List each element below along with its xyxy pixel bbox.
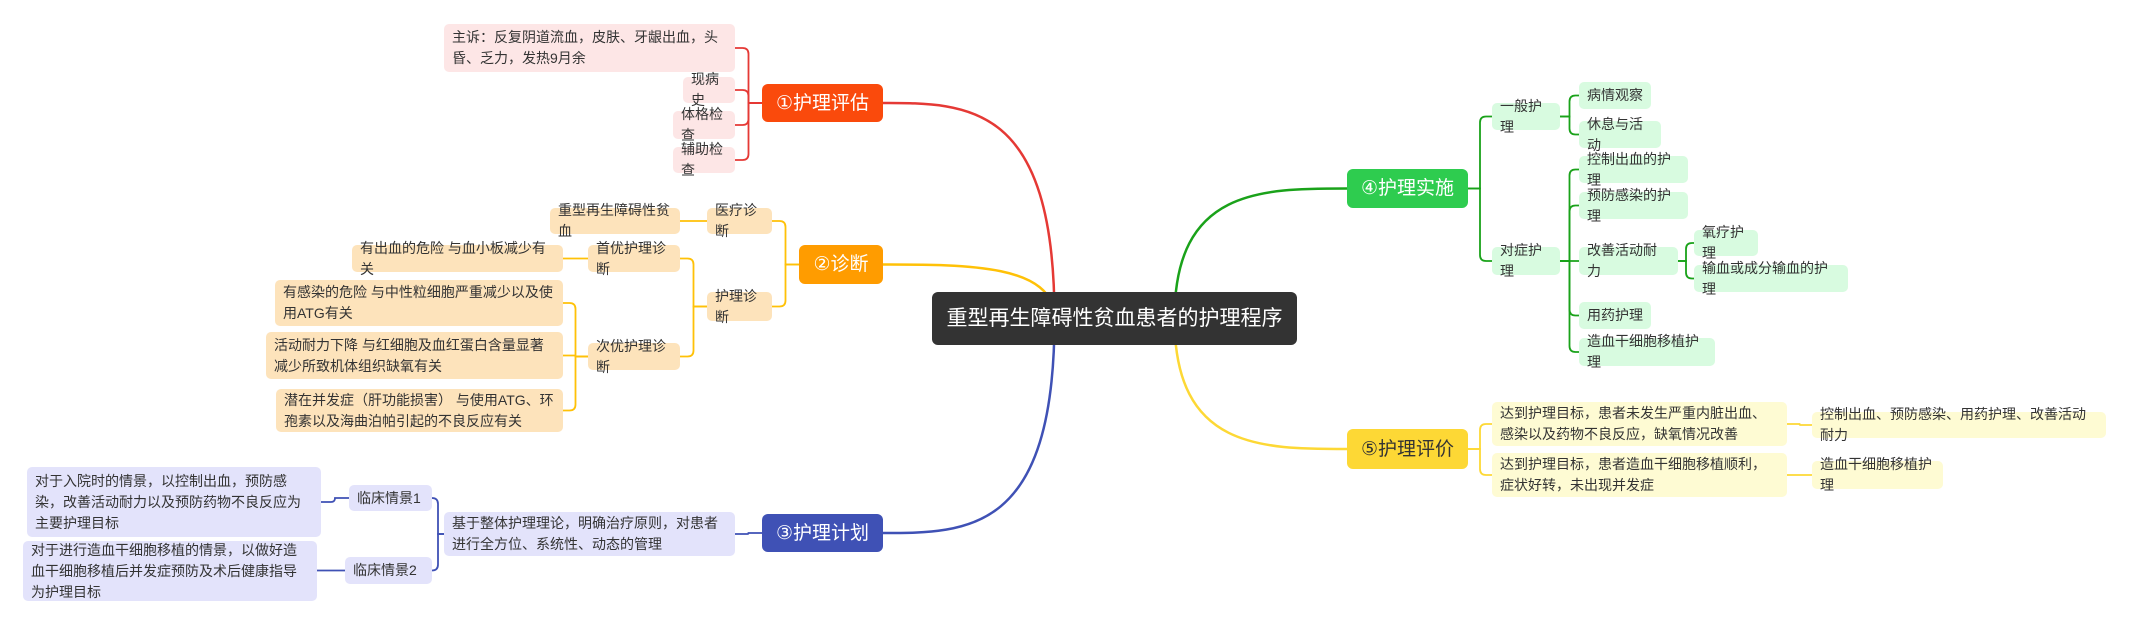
branch-connector bbox=[735, 47, 762, 104]
plan-basis-node[interactable]: 基于整体护理理论，明确治疗原则，对患者进行全方位、系统性、动态的管理 bbox=[444, 512, 735, 556]
branch-connector bbox=[1468, 448, 1492, 476]
branch-connector bbox=[563, 302, 588, 358]
branch-connector bbox=[563, 354, 588, 358]
scenario-2-node[interactable]: 临床情景2 bbox=[345, 557, 432, 584]
stem-cell-transplant-care-node[interactable]: 造血干细胞移植护理 bbox=[1579, 333, 1715, 370]
scenario-2-goal[interactable]: 对于进行造血干细胞移植的情景，以做好造血干细胞移植后并发症预防及术后健康指导为护… bbox=[23, 541, 317, 601]
medication-care-node[interactable]: 用药护理 bbox=[1579, 302, 1651, 329]
main-branch-line bbox=[882, 101, 1056, 319]
branch-connector bbox=[1468, 115, 1492, 190]
branch-plan[interactable]: ③护理计划 bbox=[762, 514, 883, 552]
branch-implementation[interactable]: ④护理实施 bbox=[1347, 169, 1468, 208]
activity-intolerance-node[interactable]: 活动耐力下降 与红细胞及血红蛋白含量显著减少所致机体组织缺氧有关 bbox=[266, 332, 563, 379]
branch-evaluation[interactable]: ⑤护理评价 bbox=[1347, 429, 1468, 469]
branch-connector bbox=[772, 220, 799, 266]
evaluation-result-1[interactable]: 达到护理目标，患者未发生严重内脏出血、感染以及药物不良反应，缺氧情况改善 bbox=[1492, 402, 1787, 446]
branch-connector bbox=[1560, 115, 1579, 136]
bleeding-risk-node[interactable]: 有出血的危险 与血小板减少有关 bbox=[352, 240, 563, 277]
chief-complaint-node[interactable]: 主诉：反复阴道流血，皮肤、牙龈出血，头昏、乏力，发热9月余 bbox=[444, 24, 735, 72]
branch-connector bbox=[680, 257, 707, 308]
scenario-1-goal[interactable]: 对于入院时的情景，以控制出血，预防感染，改善活动耐力以及预防药物不良反应为主要护… bbox=[27, 467, 321, 537]
present-history-node[interactable]: 现病史 bbox=[683, 71, 735, 108]
branch-connector bbox=[772, 263, 799, 308]
evaluation-measures-1[interactable]: 控制出血、预防感染、用药护理、改善活动耐力 bbox=[1812, 406, 2106, 443]
physical-exam-node[interactable]: 体格检查 bbox=[673, 106, 735, 143]
branch-connector bbox=[1678, 242, 1694, 262]
condition-observation-node[interactable]: 病情观察 bbox=[1579, 82, 1651, 109]
medical-diagnosis-item[interactable]: 重型再生障碍性贫血 bbox=[550, 202, 680, 239]
main-branch-line bbox=[882, 318, 1056, 535]
general-care-node[interactable]: 一般护理 bbox=[1492, 98, 1560, 135]
infection-prevention-node[interactable]: 预防感染的护理 bbox=[1579, 187, 1688, 224]
bleeding-control-node[interactable]: 控制出血的护理 bbox=[1579, 151, 1688, 188]
central-topic[interactable]: 重型再生障碍性贫血患者的护理程序 bbox=[932, 292, 1297, 345]
scenario-1-node[interactable]: 临床情景1 bbox=[349, 485, 432, 511]
branch-connector bbox=[735, 102, 762, 126]
branch-connector bbox=[680, 305, 707, 358]
activity-tolerance-node[interactable]: 改善活动耐力 bbox=[1579, 242, 1678, 279]
branch-connector bbox=[321, 497, 349, 503]
branch-connector bbox=[1560, 94, 1579, 118]
branch-connector bbox=[431, 533, 444, 572]
oxygen-therapy-node[interactable]: 氧疗护理 bbox=[1694, 224, 1758, 261]
branch-connector bbox=[1468, 187, 1492, 262]
evaluation-result-2[interactable]: 达到护理目标，患者造血干细胞移植顺利，症状好转，未出现并发症 bbox=[1492, 453, 1787, 497]
branch-connector bbox=[735, 102, 762, 161]
rest-activity-node[interactable]: 休息与活动 bbox=[1579, 116, 1661, 153]
branch-diagnosis[interactable]: ②诊断 bbox=[799, 245, 883, 284]
branch-connector bbox=[1560, 260, 1579, 317]
liver-complication-node[interactable]: 潜在并发症（肝功能损害） 与使用ATG、环孢素以及海曲泊帕引起的不良反应有关 bbox=[276, 389, 563, 432]
branch-connector bbox=[1468, 423, 1492, 450]
branch-assessment[interactable]: ①护理评估 bbox=[762, 84, 883, 122]
evaluation-measures-2[interactable]: 造血干细胞移植护理 bbox=[1812, 456, 1943, 493]
secondary-nursing-diagnosis-node[interactable]: 次优护理诊断 bbox=[588, 338, 680, 375]
branch-connector bbox=[735, 89, 762, 104]
branch-connector bbox=[1560, 260, 1579, 353]
branch-connector bbox=[1678, 260, 1694, 280]
branch-connector bbox=[1560, 168, 1579, 262]
nursing-diagnosis-node[interactable]: 护理诊断 bbox=[707, 288, 772, 325]
branch-connector bbox=[431, 497, 444, 535]
transfusion-care-node[interactable]: 输血或成分输血的护理 bbox=[1694, 260, 1848, 297]
branch-connector bbox=[1787, 423, 1812, 426]
medical-diagnosis-node[interactable]: 医疗诊断 bbox=[707, 202, 772, 239]
branch-connector bbox=[1560, 204, 1579, 262]
symptomatic-care-node[interactable]: 对症护理 bbox=[1492, 242, 1560, 279]
branch-connector bbox=[563, 355, 588, 412]
primary-nursing-diagnosis-node[interactable]: 首优护理诊断 bbox=[588, 240, 680, 277]
auxiliary-exam-node[interactable]: 辅助检查 bbox=[673, 141, 735, 178]
branch-connector bbox=[735, 532, 762, 535]
infection-risk-node[interactable]: 有感染的危险 与中性粒细胞严重减少以及使用ATG有关 bbox=[275, 280, 563, 326]
